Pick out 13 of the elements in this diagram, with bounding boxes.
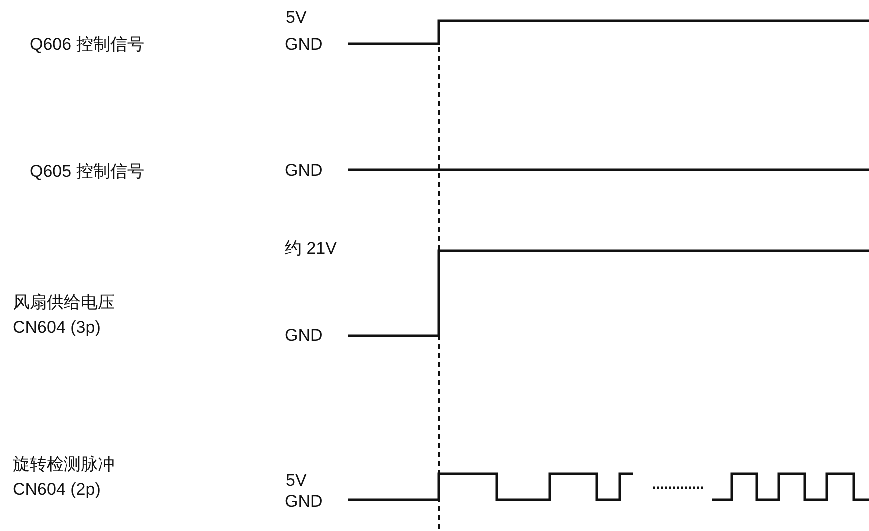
level-label: GND [285,326,323,346]
signal-name: CN604 (2p) [13,480,101,500]
level-label: GND [285,161,323,181]
signal-name: 风扇供给电压 [13,293,115,313]
level-label: 5V [286,471,307,491]
signal-name: CN604 (3p) [13,318,101,338]
level-label: 约 21V [285,239,337,259]
signal-name: 旋转检测脉冲 [13,455,115,475]
signal-name: Q605 控制信号 [30,162,144,182]
level-label: GND [285,492,323,512]
level-label: GND [285,35,323,55]
level-label: 5V [286,8,307,28]
signal-name: Q606 控制信号 [30,35,144,55]
